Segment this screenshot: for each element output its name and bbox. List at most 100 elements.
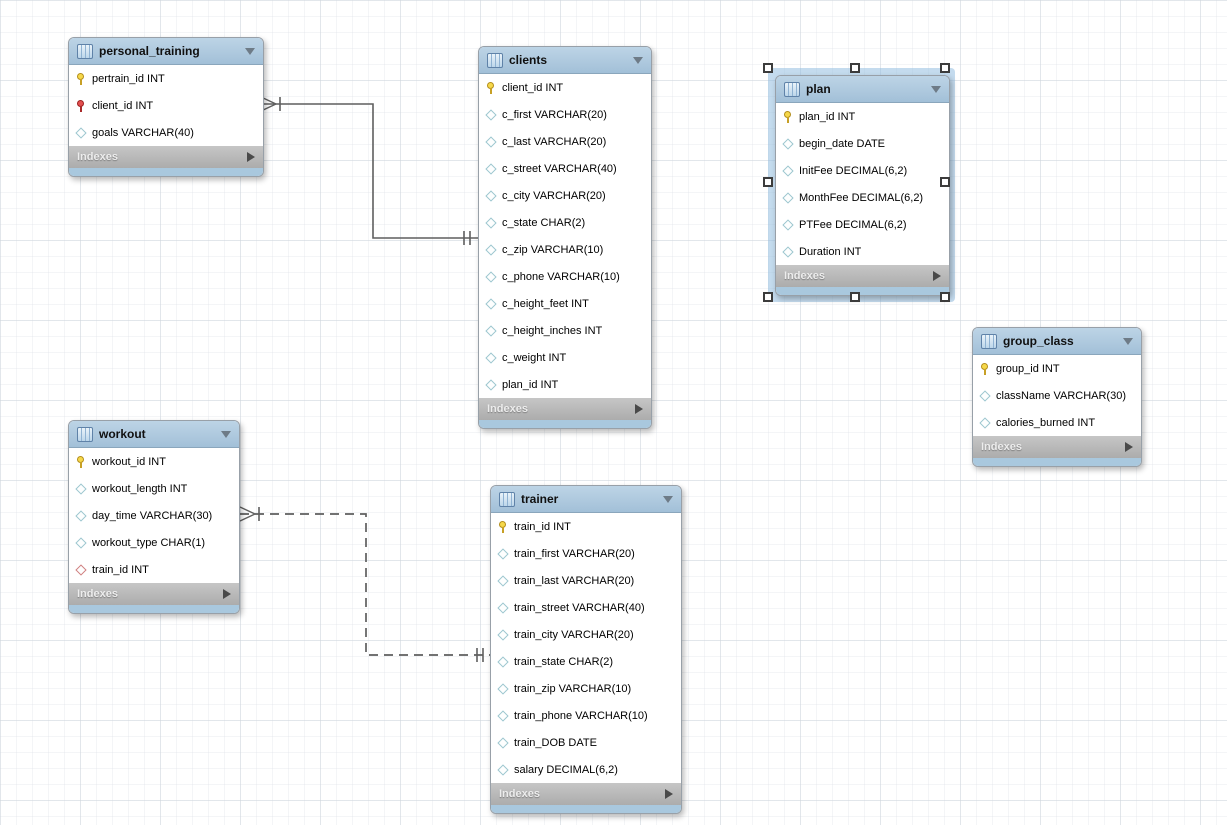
column-diamond-icon (979, 390, 991, 402)
indexes-row[interactable]: Indexes (491, 783, 681, 805)
column-row[interactable]: plan_id INT (776, 103, 949, 130)
column-row[interactable]: c_weight INT (479, 344, 651, 371)
column-row[interactable]: c_last VARCHAR(20) (479, 128, 651, 155)
column-row[interactable]: train_street VARCHAR(40) (491, 594, 681, 621)
expand-indexes-icon[interactable] (665, 789, 673, 799)
collapse-arrow-icon[interactable] (1123, 337, 1133, 345)
table-personal_training[interactable]: personal_training pertrain_id INT client… (68, 37, 264, 177)
table-header[interactable]: personal_training (69, 38, 263, 65)
double-bar-icon (476, 648, 484, 662)
selection-handle[interactable] (850, 292, 860, 302)
collapse-arrow-icon[interactable] (633, 56, 643, 64)
column-row[interactable]: group_id INT (973, 355, 1141, 382)
table-footer-strip (69, 168, 263, 176)
column-diamond-icon (979, 417, 991, 429)
column-row[interactable]: c_height_feet INT (479, 290, 651, 317)
column-row[interactable]: className VARCHAR(30) (973, 382, 1141, 409)
selection-handle[interactable] (763, 177, 773, 187)
collapse-arrow-icon[interactable] (931, 85, 941, 93)
table-title: trainer (521, 492, 559, 506)
column-row[interactable]: c_street VARCHAR(40) (479, 155, 651, 182)
table-title: personal_training (99, 44, 200, 58)
expand-indexes-icon[interactable] (247, 152, 255, 162)
table-workout[interactable]: workout workout_id INT workout_length IN… (68, 420, 240, 614)
selection-handle[interactable] (763, 63, 773, 73)
column-row[interactable]: goals VARCHAR(40) (69, 119, 263, 146)
column-row[interactable]: pertrain_id INT (69, 65, 263, 92)
column-row[interactable]: train_city VARCHAR(20) (491, 621, 681, 648)
collapse-arrow-icon[interactable] (221, 430, 231, 438)
column-row[interactable]: c_phone VARCHAR(10) (479, 263, 651, 290)
indexes-row[interactable]: Indexes (69, 146, 263, 168)
column-row[interactable]: workout_type CHAR(1) (69, 529, 239, 556)
column-row[interactable]: train_state CHAR(2) (491, 648, 681, 675)
table-clients[interactable]: clients client_id INT c_first VARCHAR(20… (478, 46, 652, 429)
column-row[interactable]: c_state CHAR(2) (479, 209, 651, 236)
column-row[interactable]: c_zip VARCHAR(10) (479, 236, 651, 263)
column-diamond-icon (485, 217, 497, 229)
expand-indexes-icon[interactable] (1125, 442, 1133, 452)
column-row[interactable]: c_city VARCHAR(20) (479, 182, 651, 209)
column-row[interactable]: calories_burned INT (973, 409, 1141, 436)
column-row[interactable]: client_id INT (479, 74, 651, 101)
table-header[interactable]: group_class (973, 328, 1141, 355)
selection-handle[interactable] (850, 63, 860, 73)
table-group_class[interactable]: group_class group_id INT className VARCH… (972, 327, 1142, 467)
indexes-row[interactable]: Indexes (479, 398, 651, 420)
relationship-personal_training-clients[interactable] (260, 96, 478, 245)
collapse-arrow-icon[interactable] (245, 47, 255, 55)
column-row[interactable]: train_id INT (491, 513, 681, 540)
table-header[interactable]: plan (776, 76, 949, 103)
column-diamond-icon (497, 710, 509, 722)
column-row[interactable]: plan_id INT (479, 371, 651, 398)
primary-key-icon (782, 110, 794, 123)
selection-handle[interactable] (940, 63, 950, 73)
column-row[interactable]: Duration INT (776, 238, 949, 265)
column-list: train_id INT train_first VARCHAR(20) tra… (491, 513, 681, 783)
column-diamond-icon (485, 298, 497, 310)
column-diamond-icon (485, 244, 497, 256)
table-trainer[interactable]: trainer train_id INT train_first VARCHAR… (490, 485, 682, 814)
indexes-row[interactable]: Indexes (69, 583, 239, 605)
column-row[interactable]: workout_id INT (69, 448, 239, 475)
indexes-row[interactable]: Indexes (973, 436, 1141, 458)
column-row[interactable]: workout_length INT (69, 475, 239, 502)
table-footer-strip (491, 805, 681, 813)
selection-handle[interactable] (763, 292, 773, 302)
column-row[interactable]: train_first VARCHAR(20) (491, 540, 681, 567)
column-row[interactable]: client_id INT (69, 92, 263, 119)
column-row[interactable]: MonthFee DECIMAL(6,2) (776, 184, 949, 211)
primary-foreign-key-icon (75, 99, 87, 112)
column-row[interactable]: c_height_inches INT (479, 317, 651, 344)
column-row[interactable]: PTFee DECIMAL(6,2) (776, 211, 949, 238)
column-diamond-icon (485, 325, 497, 337)
column-row[interactable]: train_last VARCHAR(20) (491, 567, 681, 594)
expand-indexes-icon[interactable] (223, 589, 231, 599)
column-row[interactable]: train_id INT (69, 556, 239, 583)
column-row[interactable]: begin_date DATE (776, 130, 949, 157)
column-row[interactable]: c_first VARCHAR(20) (479, 101, 651, 128)
table-header[interactable]: clients (479, 47, 651, 74)
table-header[interactable]: workout (69, 421, 239, 448)
indexes-row[interactable]: Indexes (776, 265, 949, 287)
table-title: clients (509, 53, 548, 67)
column-diamond-icon (497, 602, 509, 614)
collapse-arrow-icon[interactable] (663, 495, 673, 503)
expand-indexes-icon[interactable] (933, 271, 941, 281)
column-row[interactable]: salary DECIMAL(6,2) (491, 756, 681, 783)
selection-handle[interactable] (940, 177, 950, 187)
table-plan[interactable]: plan plan_id INT begin_date DATE InitFee… (775, 75, 950, 296)
relationship-workout-trainer[interactable] (239, 506, 490, 662)
table-header[interactable]: trainer (491, 486, 681, 513)
column-row[interactable]: train_zip VARCHAR(10) (491, 675, 681, 702)
column-row[interactable]: day_time VARCHAR(30) (69, 502, 239, 529)
expand-indexes-icon[interactable] (635, 404, 643, 414)
column-diamond-icon (485, 352, 497, 364)
column-row[interactable]: InitFee DECIMAL(6,2) (776, 157, 949, 184)
column-row[interactable]: train_phone VARCHAR(10) (491, 702, 681, 729)
column-diamond-icon (485, 271, 497, 283)
selection-handle[interactable] (940, 292, 950, 302)
column-row[interactable]: train_DOB DATE (491, 729, 681, 756)
